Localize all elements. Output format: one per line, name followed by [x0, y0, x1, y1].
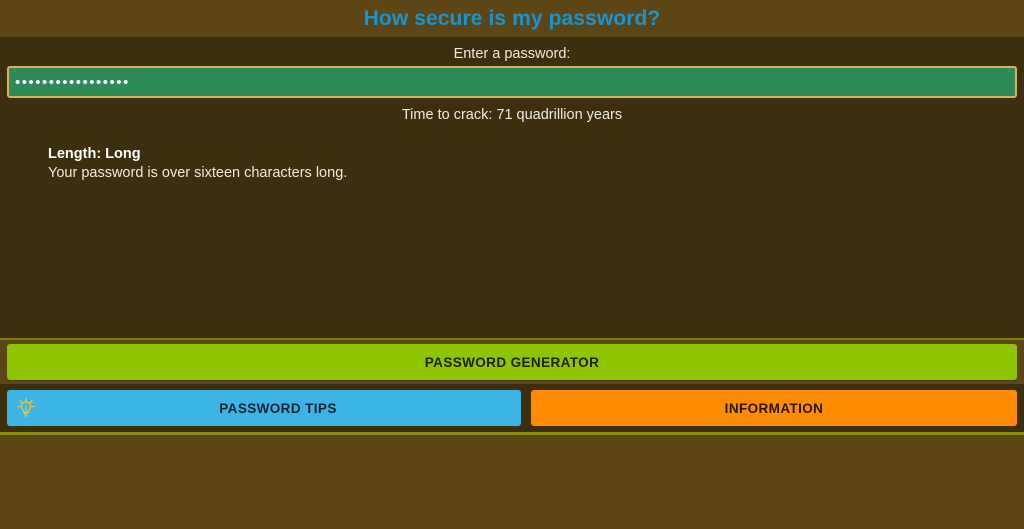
app-header: How secure is my password?: [0, 0, 1024, 37]
password-input[interactable]: [7, 66, 1017, 98]
content-panel: Enter a password: Time to crack: 71 quad…: [0, 37, 1024, 338]
password-generator-button[interactable]: PASSWORD GENERATOR: [7, 344, 1017, 380]
password-input-row: [0, 62, 1024, 98]
footer-divider: [0, 432, 1024, 435]
panel-divider: [0, 338, 1024, 340]
password-field-label: Enter a password:: [453, 46, 571, 62]
password-tips-button[interactable]: PASSWORD TIPS: [7, 390, 521, 426]
crack-time-status: Time to crack: 71 quadrillion years: [401, 107, 623, 123]
footer-area: [0, 435, 1024, 529]
page-title: How secure is my password?: [363, 7, 661, 30]
information-button[interactable]: INFORMATION: [531, 390, 1017, 426]
analysis-length-description: Your password is over sixteen characters…: [48, 165, 348, 181]
password-tips-label: PASSWORD TIPS: [219, 400, 337, 416]
generator-button-zone: PASSWORD GENERATOR: [0, 340, 1024, 384]
password-analysis: Length: Long Your password is over sixte…: [0, 123, 1024, 183]
lightbulb-icon: [17, 397, 35, 417]
analysis-length-heading: Length: Long: [48, 146, 141, 162]
secondary-button-zone: PASSWORD TIPS INFORMATION: [0, 384, 1024, 432]
